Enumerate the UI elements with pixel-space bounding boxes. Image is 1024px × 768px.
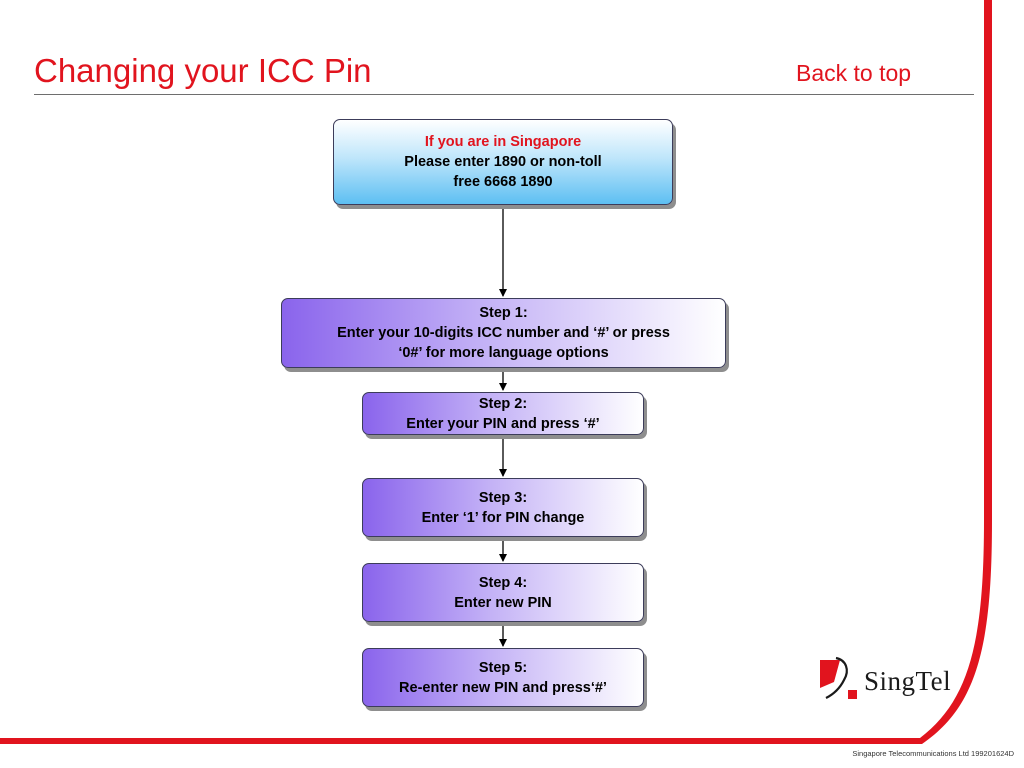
brand-name: SingTel: [864, 666, 952, 696]
start-heading: If you are in Singapore: [424, 134, 582, 150]
start-box: If you are in Singapore Please enter 189…: [333, 119, 673, 205]
step-4-box: Step 4: Enter new PIN: [362, 563, 644, 622]
footer-legal-text: Singapore Telecommunications Ltd 1992016…: [852, 749, 1014, 758]
start-line-2: free 6668 1890: [453, 174, 553, 190]
title-divider: [34, 94, 974, 95]
step-3-box: Step 3: Enter ‘1’ for PIN change: [362, 478, 644, 537]
step-5-line-1: Re-enter new PIN and press‘#’: [399, 679, 607, 696]
back-to-top-link[interactable]: Back to top: [796, 60, 912, 86]
start-line-1: Please enter 1890 or non-toll: [404, 154, 602, 170]
step-3-heading: Step 3:: [478, 489, 528, 506]
step-1-line-1: Enter your 10-digits ICC number and ‘#’ …: [337, 325, 670, 341]
step-4-line-1: Enter new PIN: [454, 594, 552, 611]
step-3-line-1: Enter ‘1’ for PIN change: [421, 509, 585, 526]
page-title: Changing your ICC Pin: [34, 52, 372, 89]
step-1-line-2: ‘0#’ for more language options: [398, 345, 609, 361]
step-4-heading: Step 4:: [478, 574, 528, 591]
step-1-heading: Step 1:: [479, 305, 528, 321]
step-2-heading: Step 2:: [478, 395, 528, 412]
step-1-box: Step 1: Enter your 10-digits ICC number …: [281, 298, 726, 368]
singtel-logo-icon: [820, 656, 857, 699]
step-5-heading: Step 5:: [478, 659, 528, 676]
step-5-box: Step 5: Re-enter new PIN and press‘#’: [362, 648, 644, 707]
step-2-box: Step 2: Enter your PIN and press ‘#’: [362, 392, 644, 435]
step-2-line-1: Enter your PIN and press ‘#’: [406, 415, 600, 432]
